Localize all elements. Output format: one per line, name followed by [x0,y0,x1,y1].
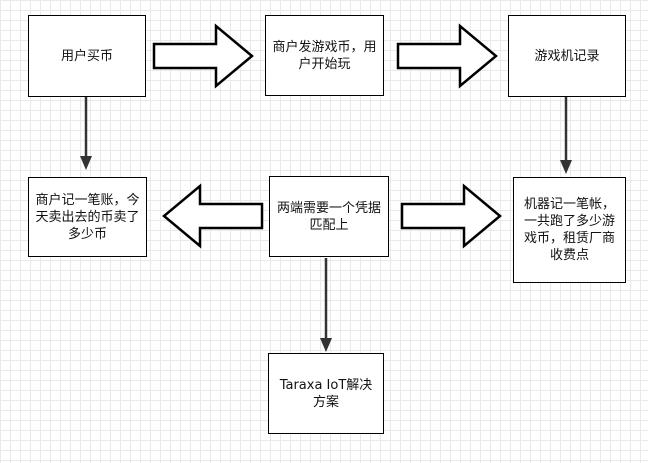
node-user-buy: 用户买币 [28,15,146,97]
arrow-match-to-merchant-ledger [162,183,264,249]
arrow-merchant-to-machine [396,23,498,89]
node-machine-ledger: 机器记一笔帐，一共跑了多少游戏币，租赁厂商收费点 [513,177,626,283]
node-merchant-issue: 商户发游戏币，用户开始玩 [265,15,384,96]
arrow-match-to-machine-ledger [400,183,502,249]
arrow-match-to-solution [320,258,332,352]
arrow-user-to-ledger [80,96,92,170]
node-machine-record: 游戏机记录 [508,15,626,97]
node-merchant-ledger: 商户记一笔账，今天卖出去的币卖了多少币 [28,177,147,257]
arrow-user-to-merchant [152,23,254,89]
node-two-sides-match: 两端需要一个凭据匹配上 [269,176,389,257]
arrow-machine-record-to-ledger [560,96,572,174]
node-taraxa-solution: Taraxa IoT解决方案 [268,353,384,434]
